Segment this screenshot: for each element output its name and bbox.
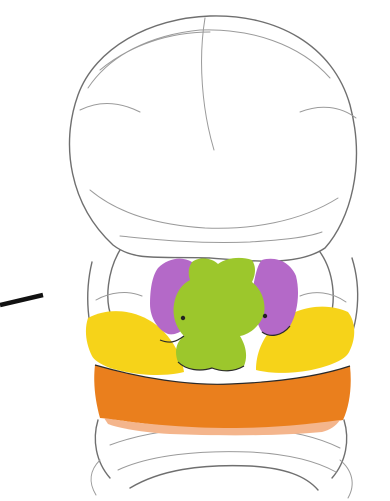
node-dot-left [181,316,185,320]
pointer [0,295,43,305]
cerebrum-outline [69,16,356,261]
colored-regions [86,258,354,435]
node-dot-right [263,314,267,318]
pointer-line [0,295,43,305]
